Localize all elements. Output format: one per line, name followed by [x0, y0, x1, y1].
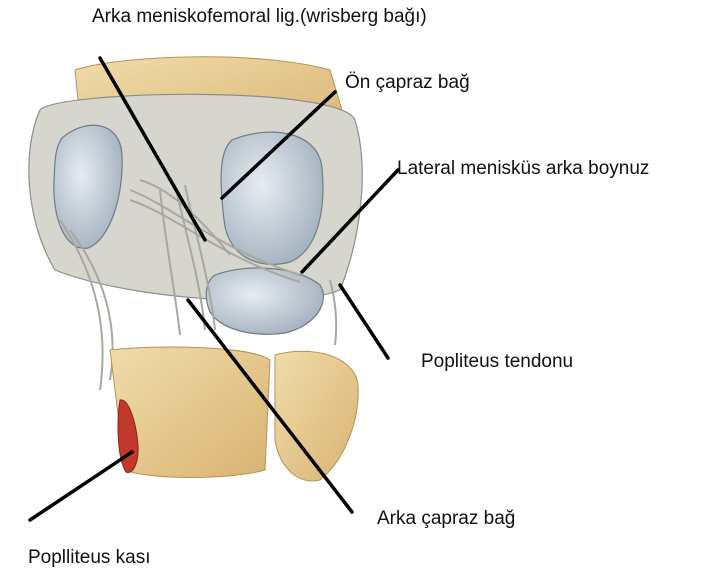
- tibial-plateau: [206, 268, 323, 334]
- label-arka-capraz: Arka çapraz bağ: [377, 508, 515, 530]
- pointer-popliteus-kasi: [30, 452, 132, 520]
- label-on-capraz: Ön çapraz bağ: [345, 72, 470, 94]
- label-lateral-menisk: Lateral menisküs arka boynuz: [397, 158, 649, 180]
- pointer-popliteus-tendon: [340, 285, 388, 358]
- fibula-head: [275, 351, 358, 481]
- label-popliteus-kasi: Poplliteus kası: [28, 547, 151, 569]
- label-arka-meniskofemoral: Arka meniskofemoral lig.(wrisberg bağı): [92, 6, 427, 28]
- label-popliteus-tendon: Popliteus tendonu: [421, 351, 573, 373]
